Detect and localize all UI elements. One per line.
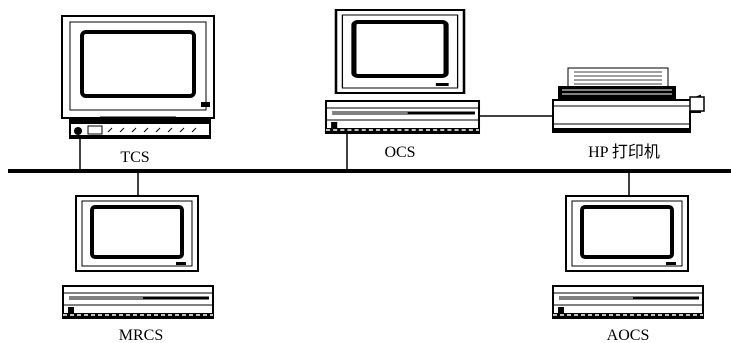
crt-monitor-icon [62, 16, 214, 118]
tcs-workstation: TCS [62, 16, 214, 171]
desktop-unit-icon [326, 101, 479, 133]
dot-matrix-printer-icon [553, 68, 704, 132]
ocs-workstation: OCS [326, 10, 479, 171]
aocs-label: AOCS [607, 327, 650, 343]
mrcs-workstation: MRCS [63, 171, 213, 343]
crt-monitor-icon [76, 196, 198, 271]
desktop-unit-icon [63, 286, 213, 318]
crt-monitor-icon [336, 10, 464, 93]
tcs-label: TCS [120, 149, 149, 166]
crt-monitor-icon [566, 196, 688, 271]
printer-label: HP 打印机 [588, 143, 660, 161]
mrcs-label: MRCS [119, 327, 163, 343]
hp-printer: HP 打印机 [553, 68, 704, 161]
aocs-workstation: AOCS [553, 171, 703, 343]
keyboard-unit-icon [70, 120, 210, 138]
desktop-unit-icon [553, 286, 703, 318]
ocs-label: OCS [384, 144, 415, 161]
